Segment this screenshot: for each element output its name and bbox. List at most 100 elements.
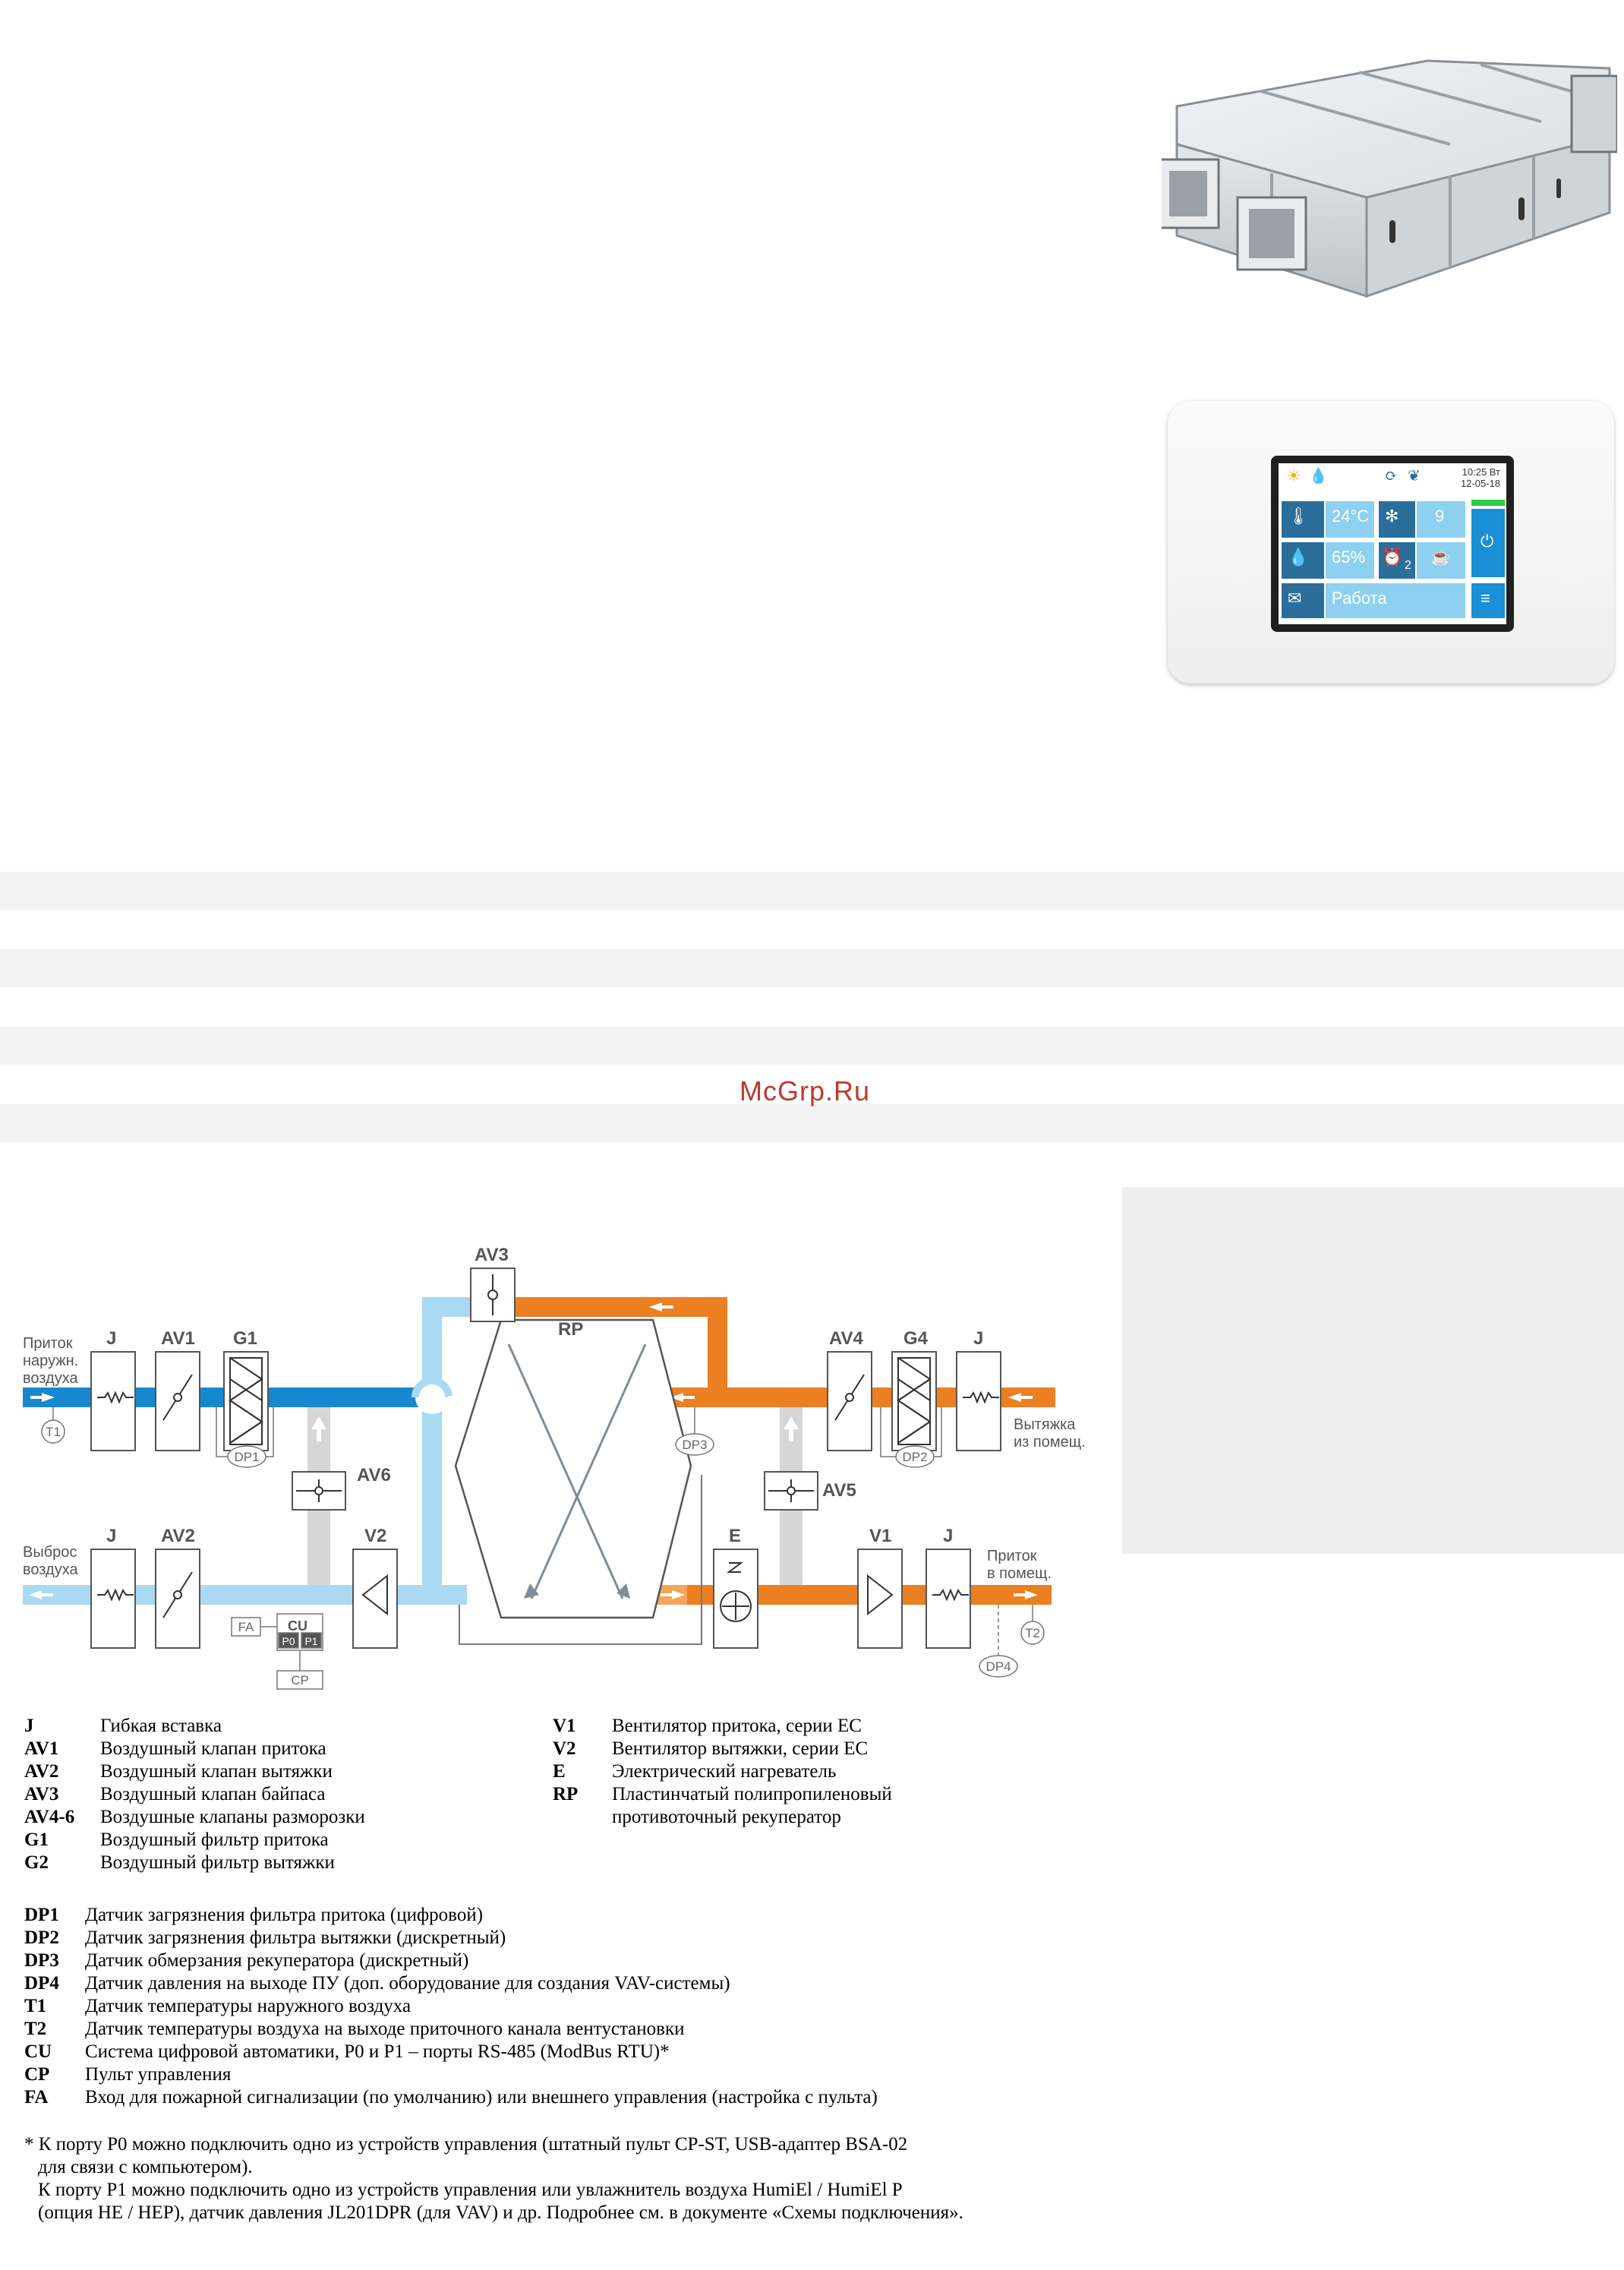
legend-code: T1 — [24, 1996, 47, 2016]
sun-icon: ☀ — [1286, 466, 1301, 485]
legend-text: Датчик загрязнения фильтра притока (цифр… — [85, 1905, 484, 1925]
svg-text:DP1: DP1 — [234, 1450, 259, 1464]
legend-text: Датчик давления на выходе ПУ (доп. обору… — [85, 1973, 730, 1994]
ventilation-unit-illustration — [1162, 59, 1617, 298]
J3 — [90, 1549, 136, 1649]
legend-row: DP4 Датчик давления на выходе ПУ (доп. об… — [24, 1972, 878, 1995]
control-panel-illustration: ☀ 💧 ⟳ ❦ 10:25 Вт 12-05-18 🌡 24°C ✻ 9 ⏻ 💧… — [1168, 401, 1614, 684]
table-stripe — [0, 1027, 1624, 1065]
legend-code: DP4 — [24, 1973, 59, 1994]
menu-button[interactable]: ≡ — [1471, 583, 1505, 618]
power-button[interactable]: ⏻ — [1471, 509, 1505, 577]
bypass-duct-orange — [492, 1297, 727, 1317]
legend-code: AV1 — [24, 1738, 59, 1759]
legend-code: DP3 — [24, 1950, 59, 1971]
ventilation-schematic: Приток наружн. воздуха Выброс воздуха Вы… — [23, 1245, 1086, 1690]
legend-code: AV3 — [24, 1784, 59, 1804]
legend-sensors: DP1 Датчик загрязнения фильтра притока (ц… — [24, 1904, 878, 2109]
svg-text:воздуха: воздуха — [23, 1370, 78, 1387]
envelope-icon: ✉ — [1282, 583, 1324, 618]
panel-time: 10:25 Вт — [1462, 466, 1500, 478]
legend-code: J — [24, 1716, 34, 1736]
svg-text:CP: CP — [291, 1673, 309, 1688]
legend-code: CP — [24, 2064, 50, 2085]
J2 — [956, 1351, 1001, 1451]
svg-text:V2: V2 — [364, 1526, 386, 1546]
legend-text: Воздушные клапаны разморозки — [100, 1807, 365, 1827]
legend-code: G1 — [24, 1830, 49, 1850]
label-supply-out: Приток — [987, 1548, 1037, 1564]
svg-text:J: J — [106, 1328, 116, 1349]
status-bar — [1471, 500, 1505, 506]
fan-speed-tile: 9 — [1417, 501, 1465, 538]
V2 — [352, 1549, 398, 1649]
svg-text:T1: T1 — [46, 1425, 61, 1439]
legend-row: AV4-6 Воздушные клапаны разморозки — [24, 1806, 365, 1829]
eco-leaf-icon: ❦ — [1408, 468, 1421, 485]
svg-text:RP: RP — [558, 1319, 583, 1340]
svg-text:в помещ.: в помещ. — [987, 1565, 1052, 1582]
svg-text:P1: P1 — [304, 1635, 317, 1647]
footnote-line: (опция HE / HEP), датчик давления JL201D… — [38, 2202, 963, 2223]
J1 — [90, 1351, 136, 1451]
footnote: * К порту P0 можно подключить одно из ус… — [24, 2133, 963, 2224]
svg-text:T2: T2 — [1025, 1626, 1040, 1640]
svg-text:DP4: DP4 — [985, 1659, 1011, 1674]
coffee-cup-icon: ☕ — [1417, 542, 1465, 579]
thermometer-icon: 🌡 — [1282, 501, 1324, 538]
legend-text: Воздушный клапан байпаса — [100, 1784, 326, 1804]
svg-text:воздуха: воздуха — [23, 1561, 78, 1578]
svg-text:DP2: DP2 — [902, 1450, 927, 1464]
legend-text: Датчик обмерзания рекуператора (дискретн… — [85, 1950, 469, 1971]
svg-text:G4: G4 — [903, 1328, 929, 1349]
svg-text:AV4: AV4 — [829, 1328, 864, 1349]
legend-text: Датчик температуры воздуха на выходе при… — [85, 2019, 685, 2039]
svg-text:G1: G1 — [233, 1328, 257, 1349]
V1 — [857, 1549, 903, 1649]
footnote-line: К порту P1 можно подключить одно из устр… — [38, 2180, 903, 2200]
svg-text:J: J — [973, 1328, 983, 1349]
legend-text: Воздушный фильтр вытяжки — [100, 1852, 335, 1873]
svg-text:V1: V1 — [869, 1526, 891, 1546]
legend-text: Электрический нагреватель — [612, 1761, 837, 1782]
label-exhaust-out: Выброс — [23, 1544, 77, 1561]
svg-text:CU: CU — [288, 1618, 307, 1634]
exhaust-out-duct — [23, 1585, 467, 1605]
svg-text:наружн.: наружн. — [23, 1353, 78, 1369]
legend-text: Пульт управления — [85, 2064, 232, 2085]
legend-text: Вход для пожарной сигнализации (по умолч… — [85, 2087, 878, 2107]
legend-text: Система цифровой автоматики, P0 и P1 – п… — [85, 2041, 670, 2062]
svg-text:J: J — [943, 1526, 953, 1546]
legend-text: Датчик температуры наружного воздуха — [85, 1996, 412, 2016]
legend-code: DP1 — [24, 1905, 59, 1925]
footnote-line: для связи с компьютером). — [38, 2157, 253, 2177]
svg-text:AV6: AV6 — [357, 1465, 391, 1485]
legend-text: Воздушный клапан вытяжки — [100, 1761, 333, 1782]
legend-code: AV2 — [24, 1761, 59, 1782]
fan-icon: ✻ — [1379, 501, 1415, 538]
humidity-tile: 65% — [1326, 542, 1374, 579]
legend-text: Вентилятор вытяжки, серии ЕС — [612, 1738, 869, 1759]
humidity-icon: 💧 — [1282, 542, 1324, 579]
legend-code: E — [553, 1761, 566, 1782]
bypass-duct-blue — [422, 1297, 442, 1605]
legend-text: Датчик загрязнения фильтра вытяжки (диск… — [85, 1927, 506, 1948]
legend-code: RP — [553, 1784, 579, 1804]
legend-row: AV3 Воздушный клапан байпаса — [24, 1783, 365, 1806]
temperature-tile: 24°C — [1326, 501, 1374, 538]
legend-row: T1 Датчик температуры наружного воздуха — [24, 1995, 878, 2018]
table-stripe — [0, 1104, 1624, 1142]
label-supply-in: Приток — [23, 1335, 73, 1352]
legend-row: E Электрический нагреватель — [553, 1760, 892, 1783]
svg-text:DP3: DP3 — [682, 1438, 707, 1452]
legend-code: V1 — [553, 1716, 576, 1736]
recuperator-rp — [454, 1318, 692, 1619]
J4 — [926, 1549, 971, 1649]
panel-date: 12-05-18 — [1460, 478, 1500, 489]
legend-code: AV4-6 — [24, 1807, 75, 1827]
legend-text: противоточный рекуператор — [612, 1807, 841, 1827]
